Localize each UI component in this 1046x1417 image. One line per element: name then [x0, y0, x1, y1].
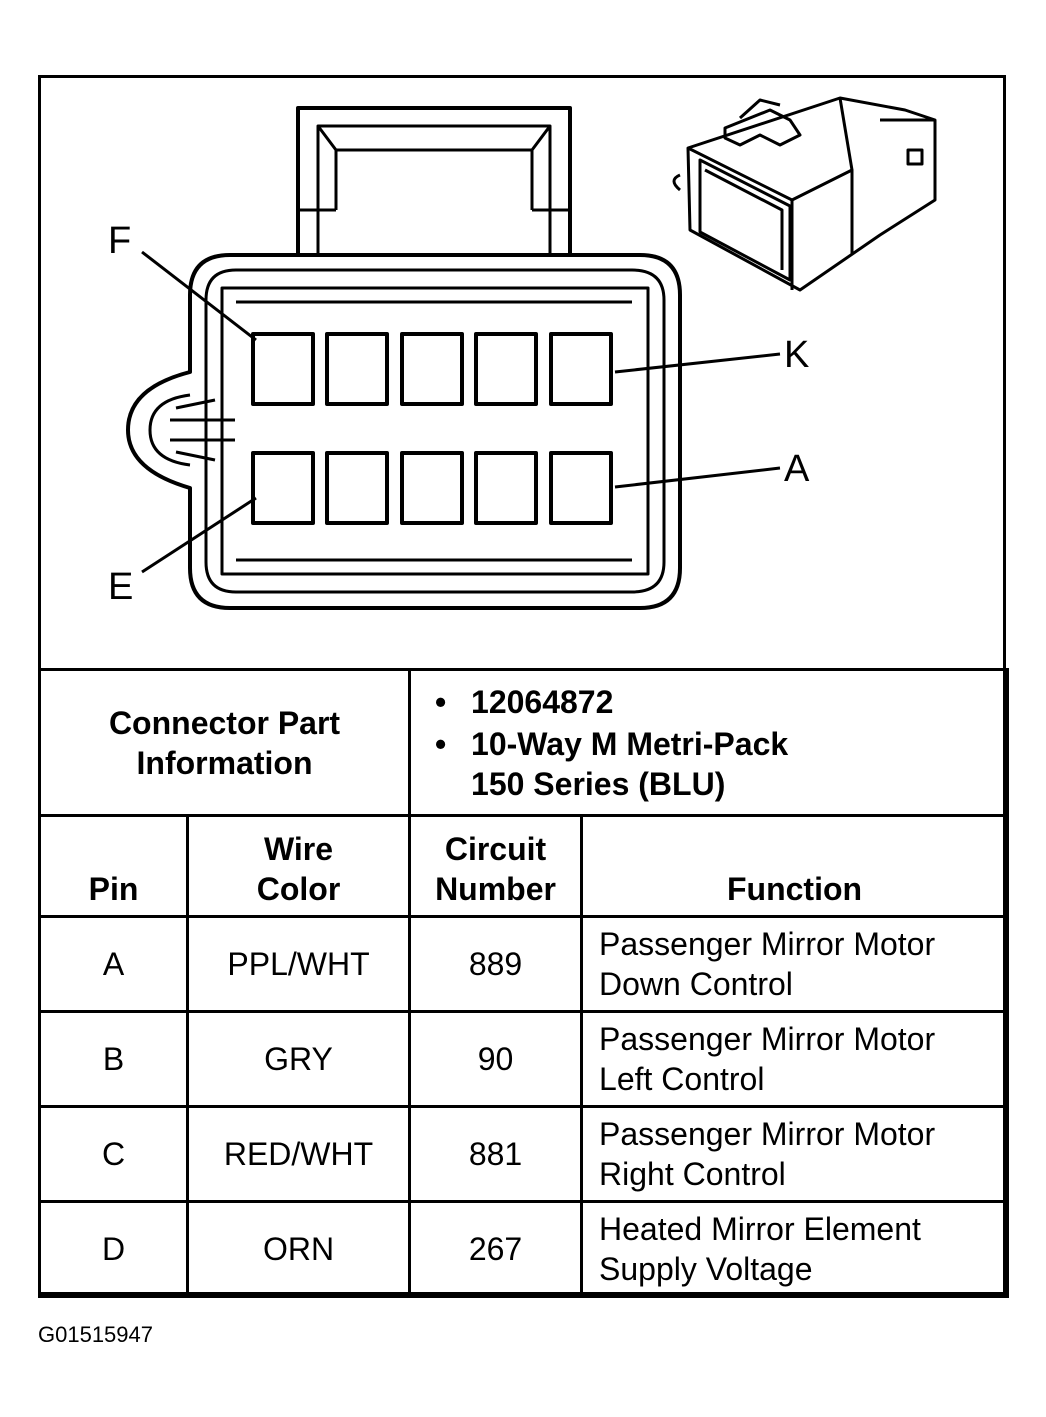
connector-part-info-title: Connector Part Information [37, 668, 412, 817]
bullet-icon: • [435, 683, 447, 720]
col-header-function-text: Function [726, 871, 863, 907]
cell-circuit: 889 [408, 915, 584, 1013]
cpi-item: • 12064872 [435, 682, 1006, 722]
cavity-E [251, 451, 315, 525]
cell-function: Passenger Mirror Motor Right Control [580, 1105, 1010, 1203]
cpi-part-number: 12064872 [471, 683, 614, 720]
col-header-circuit-line1: Circuit [444, 831, 547, 867]
function-line2: Down Control [599, 966, 793, 1002]
leader-line-E [141, 496, 257, 574]
function-line1: Heated Mirror Element [599, 1211, 921, 1247]
cell-function: Passenger Mirror Motor Left Control [580, 1010, 1010, 1108]
pin-label-F: F [108, 220, 132, 262]
table-row: A PPL/WHT 889 Passenger Mirror Motor Dow… [38, 915, 1010, 1013]
cell-circuit: 881 [408, 1105, 584, 1203]
leader-line-A [614, 466, 781, 489]
cell-circuit: 267 [408, 1200, 584, 1298]
cavity-bottom-4 [474, 451, 538, 525]
cpi-desc-line2: 150 Series (BLU) [471, 765, 726, 802]
connector-part-info-list: • 12064872 • 10-Way M Metri-Pack 150 Ser… [408, 668, 1010, 817]
cell-pin: B [38, 1010, 189, 1108]
table-row: B GRY 90 Passenger Mirror Motor Left Con… [38, 1010, 1010, 1108]
leader-line-F [141, 250, 257, 342]
figure-code: G01515947 [38, 1322, 153, 1347]
function-line2: Right Control [599, 1156, 786, 1192]
col-header-pin: Pin [38, 814, 189, 918]
cavity-top-3 [400, 332, 464, 406]
col-header-wire-line2: Color [256, 871, 341, 907]
cell-pin: A [38, 915, 189, 1013]
connector-part-info-row: Connector Part Information • 12064872 • … [37, 668, 1010, 817]
connector-info-table: Connector Part Information • 12064872 • … [37, 668, 1010, 1298]
cpi-desc-line1: 10-Way M Metri-Pack [471, 725, 789, 762]
cell-pin: C [38, 1105, 189, 1203]
cavity-A [549, 451, 613, 525]
cavity-K [549, 332, 613, 406]
connector-3d-view [672, 96, 937, 292]
cell-wire-color: RED/WHT [185, 1105, 412, 1203]
table-row: D ORN 267 Heated Mirror Element Supply V… [38, 1200, 1010, 1298]
col-header-wire-color: Wire Color [185, 814, 412, 918]
cell-wire-color: PPL/WHT [185, 915, 412, 1013]
connector-diagram [126, 96, 937, 610]
function-line1: Passenger Mirror Motor [599, 926, 936, 962]
cell-function: Heated Mirror Element Supply Voltage [580, 1200, 1010, 1298]
bullet-icon: • [435, 725, 447, 762]
col-header-function: Function [580, 814, 1010, 918]
cavity-F [251, 332, 315, 406]
leader-line-K [614, 352, 781, 374]
header-row: Pin Wire Color Circuit Number Function [38, 814, 1010, 918]
col-header-circuit-line2: Number [435, 871, 556, 907]
cell-pin: D [38, 1200, 189, 1298]
function-line2: Left Control [599, 1061, 765, 1097]
cell-circuit: 90 [408, 1010, 584, 1108]
function-line2: Supply Voltage [599, 1251, 813, 1287]
cavity-top-2 [325, 332, 389, 406]
col-header-circuit-number: Circuit Number [408, 814, 584, 918]
col-header-pin-text: Pin [88, 871, 139, 907]
cpi-title-line2: Information [136, 744, 313, 781]
pin-label-K: K [784, 334, 810, 376]
cpi-item: • 10-Way M Metri-Pack 150 Series (BLU) [435, 724, 1006, 804]
col-header-wire-line1: Wire [263, 831, 334, 867]
cell-function: Passenger Mirror Motor Down Control [580, 915, 1010, 1013]
pin-label-A: A [784, 448, 810, 490]
connector-latch [296, 106, 572, 255]
pin-label-E: E [108, 566, 134, 608]
cell-wire-color: GRY [185, 1010, 412, 1108]
table-row: C RED/WHT 881 Passenger Mirror Motor Rig… [38, 1105, 1010, 1203]
cavity-bottom-3 [400, 451, 464, 525]
cavity-top-4 [474, 332, 538, 406]
function-line1: Passenger Mirror Motor [599, 1021, 936, 1057]
cell-wire-color: ORN [185, 1200, 412, 1298]
connector-housing [126, 253, 682, 610]
cavity-bottom-2 [325, 451, 389, 525]
function-line1: Passenger Mirror Motor [599, 1116, 936, 1152]
cpi-title-line1: Connector Part [108, 704, 341, 741]
